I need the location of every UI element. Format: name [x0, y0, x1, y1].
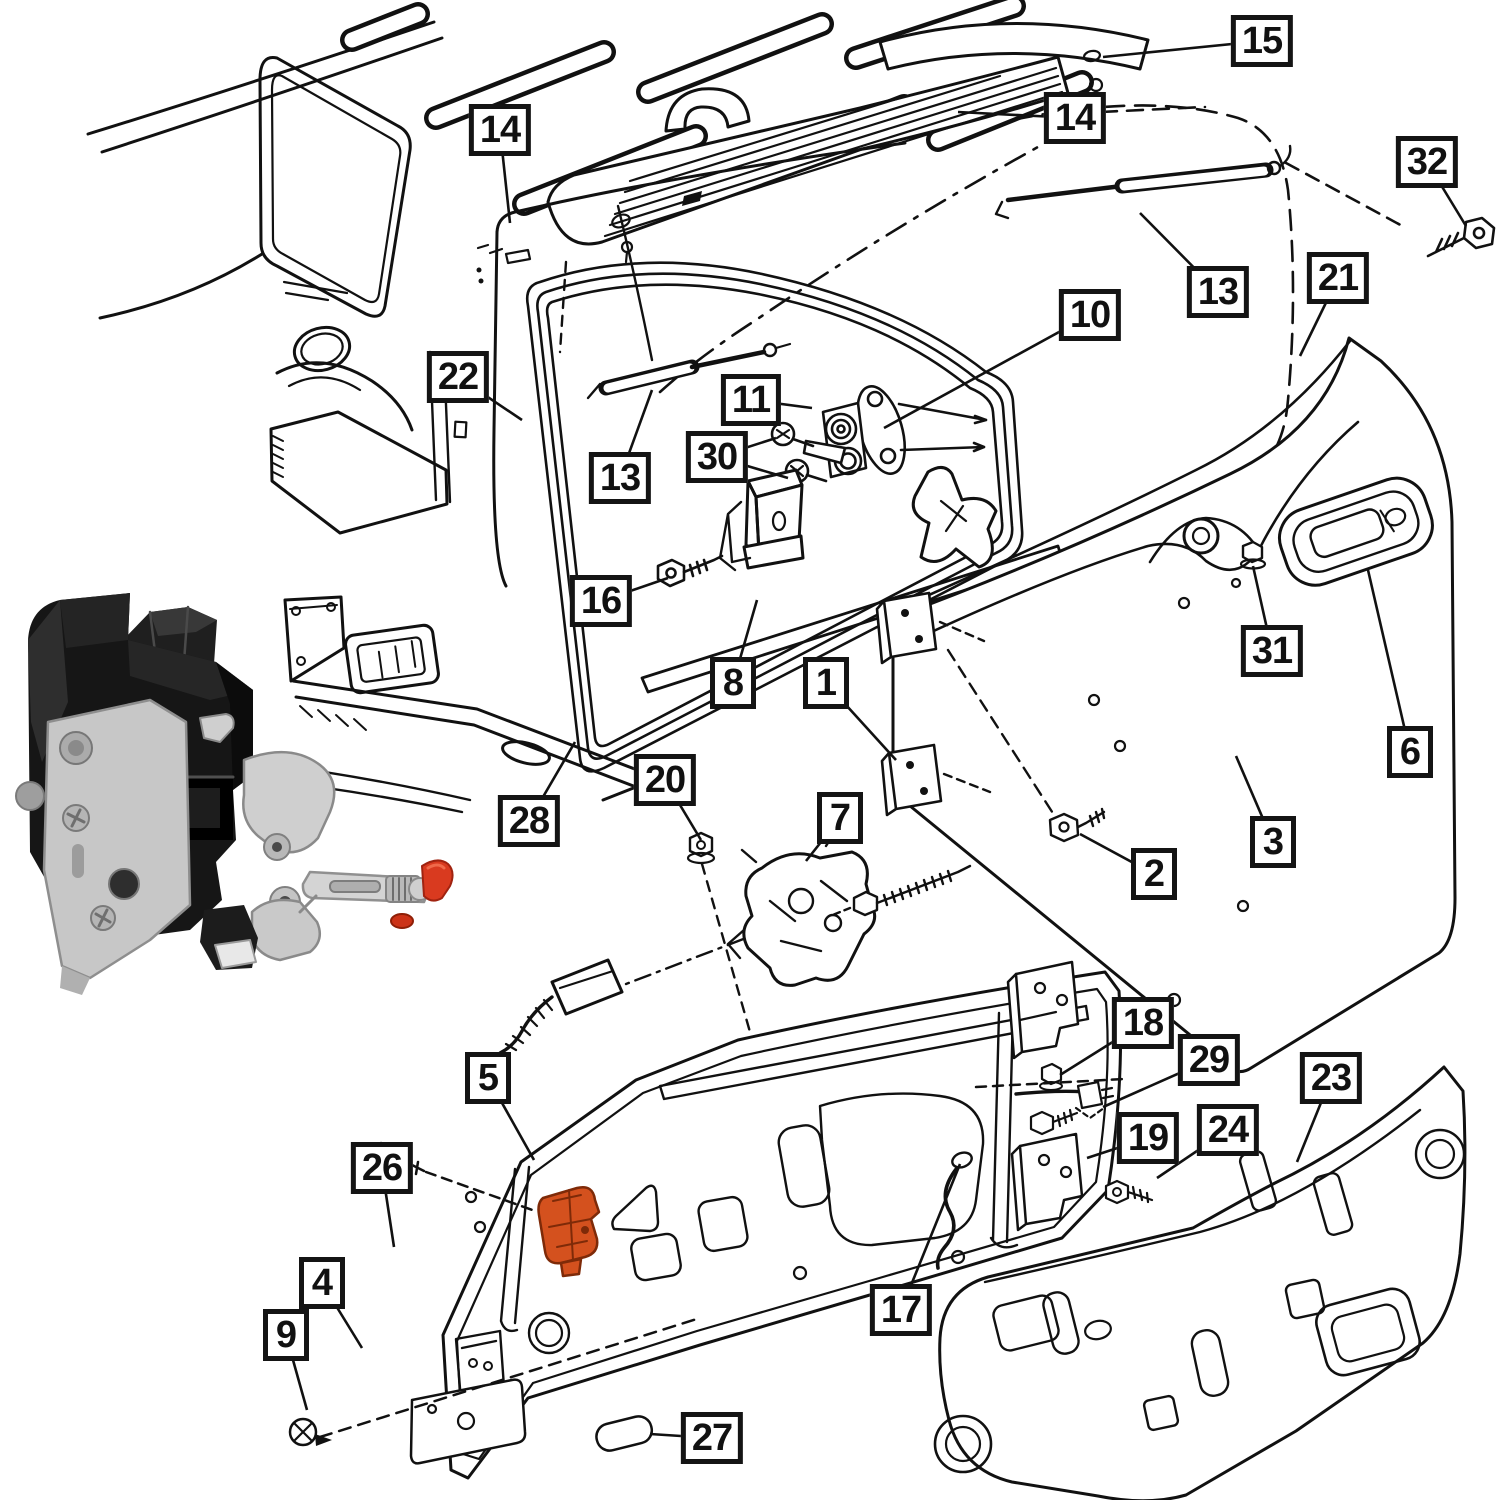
callout-27: 27 — [680, 1412, 744, 1464]
callout-17: 17 — [869, 1284, 933, 1336]
callout-3: 3 — [1250, 816, 1296, 868]
callout-11: 11 — [720, 374, 782, 426]
callout-26: 26 — [350, 1142, 414, 1194]
bowtie-bracket-drawing — [911, 466, 998, 569]
callout-6: 6 — [1387, 726, 1433, 778]
callout-9: 9 — [263, 1309, 309, 1361]
callout-20: 20 — [633, 754, 697, 806]
callout-8: 8 — [710, 657, 756, 709]
actuator-lever — [242, 750, 336, 854]
callout-13-right: 13 — [1186, 266, 1250, 318]
highlighted-latch-part — [537, 1186, 601, 1278]
callout-28: 28 — [497, 795, 561, 847]
gas-strut-right-drawing — [994, 144, 1408, 230]
callout-16: 16 — [569, 575, 633, 627]
vehicle-body-drawing — [86, 20, 648, 814]
callout-21: 21 — [1306, 252, 1370, 304]
callout-7: 7 — [817, 792, 863, 844]
callout-32: 32 — [1395, 136, 1459, 188]
actuator-red-cap — [421, 859, 454, 902]
callout-22: 22 — [426, 351, 490, 403]
inner-panel-drawing — [441, 970, 1123, 1480]
harness-bracket-drawing — [974, 960, 1154, 1232]
wedge-block-drawing — [718, 468, 805, 572]
actuator-plate — [42, 698, 192, 980]
liftgate-frame-drawing — [476, 104, 1295, 773]
callout-29: 29 — [1177, 1034, 1241, 1086]
trim-panel-drawing — [933, 1065, 1467, 1500]
callout-14-left: 14 — [468, 104, 532, 156]
callout-24: 24 — [1196, 1104, 1260, 1156]
callout-5: 5 — [465, 1052, 511, 1104]
callout-2: 2 — [1131, 848, 1177, 900]
callout-31: 31 — [1240, 625, 1304, 677]
callout-30: 30 — [685, 431, 749, 483]
weatherstrip-seal-22 — [525, 261, 1024, 773]
callout-13-left: 13 — [588, 452, 652, 504]
sill-seal-drawing — [640, 544, 1064, 694]
callout-10: 10 — [1058, 289, 1122, 341]
actuator-red-washer — [390, 913, 414, 929]
striker-assembly-drawing — [770, 385, 988, 484]
actuator-hook — [199, 713, 235, 743]
callout-15: 15 — [1230, 15, 1294, 67]
leader-line-6 — [1366, 569, 1412, 753]
callout-19: 19 — [1116, 1112, 1180, 1164]
tailgate-outer-panel-drawing — [875, 336, 1457, 1073]
latch-assembly-drawing — [498, 828, 972, 1055]
callout-4: 4 — [299, 1257, 345, 1309]
callout-18: 18 — [1111, 997, 1175, 1049]
leader-line-10 — [883, 313, 1091, 430]
callout-14-right: 14 — [1043, 92, 1107, 144]
product-photo-lock-actuator — [15, 593, 454, 995]
gas-strut-left-drawing — [586, 342, 792, 400]
bolt-32-drawing — [1426, 216, 1496, 258]
bolt-16-drawing — [656, 554, 724, 588]
callout-1: 1 — [803, 657, 849, 709]
callout-23: 23 — [1299, 1052, 1363, 1104]
